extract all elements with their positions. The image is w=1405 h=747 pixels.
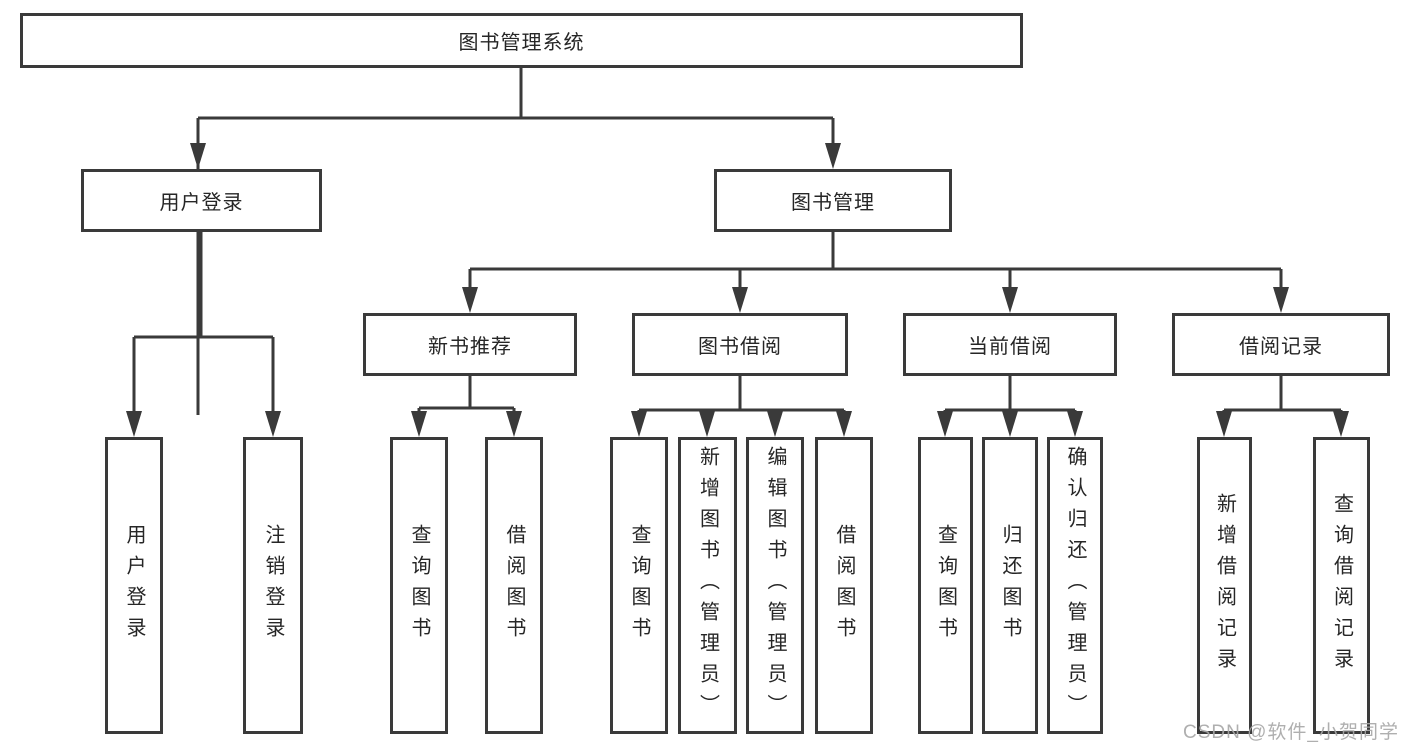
leaf-confirm-return-admin: 确认归还（管理员） [1047, 437, 1103, 734]
node-borrow-records: 借阅记录 [1172, 313, 1390, 376]
leaf-query-books-recommend: 查询图书 [390, 437, 448, 734]
leaf-user-login: 用户登录 [105, 437, 163, 734]
leaf-query-books-borrowing-label: 查询图书 [628, 523, 650, 648]
leaf-borrow-books-borrowing: 借阅图书 [815, 437, 873, 734]
leaf-borrow-books-recommend-label: 借阅图书 [503, 523, 525, 648]
leaf-query-borrow-record-label: 查询借阅记录 [1330, 492, 1353, 679]
node-library-system: 图书管理系统 [20, 13, 1023, 68]
node-book-management: 图书管理 [714, 169, 952, 232]
node-user-login: 用户登录 [81, 169, 322, 232]
node-new-book-recommendation: 新书推荐 [363, 313, 577, 376]
leaf-query-books-current-label: 查询图书 [934, 523, 957, 648]
leaf-return-books: 归还图书 [982, 437, 1038, 734]
leaf-borrow-books-recommend: 借阅图书 [485, 437, 543, 734]
leaf-query-borrow-record: 查询借阅记录 [1313, 437, 1370, 734]
leaf-confirm-return-admin-label: 确认归还（管理员） [1064, 446, 1086, 725]
leaf-query-books-current: 查询图书 [918, 437, 973, 734]
csdn-watermark: CSDN @软件_小贺同学 [1183, 722, 1399, 743]
leaf-query-books-borrowing: 查询图书 [610, 437, 668, 734]
leaf-return-books-label: 归还图书 [999, 523, 1021, 648]
leaf-logout-label: 注销登录 [262, 523, 284, 648]
leaf-edit-book-admin-label: 编辑图书（管理员） [764, 446, 786, 725]
arrowheads [126, 143, 1349, 437]
leaf-borrow-books-borrowing-label: 借阅图书 [833, 523, 855, 648]
leaf-user-login-label: 用户登录 [123, 523, 145, 648]
leaf-edit-book-admin: 编辑图书（管理员） [746, 437, 804, 734]
leaf-add-borrow-record: 新增借阅记录 [1197, 437, 1252, 734]
node-book-borrowing: 图书借阅 [632, 313, 848, 376]
leaf-query-books-recommend-label: 查询图书 [408, 523, 430, 648]
leaf-add-book-admin: 新增图书（管理员） [678, 437, 737, 734]
leaf-add-book-admin-label: 新增图书（管理员） [696, 446, 719, 725]
node-current-borrowing: 当前借阅 [903, 313, 1117, 376]
leaf-add-borrow-record-label: 新增借阅记录 [1213, 492, 1236, 679]
leaf-logout: 注销登录 [243, 437, 303, 734]
